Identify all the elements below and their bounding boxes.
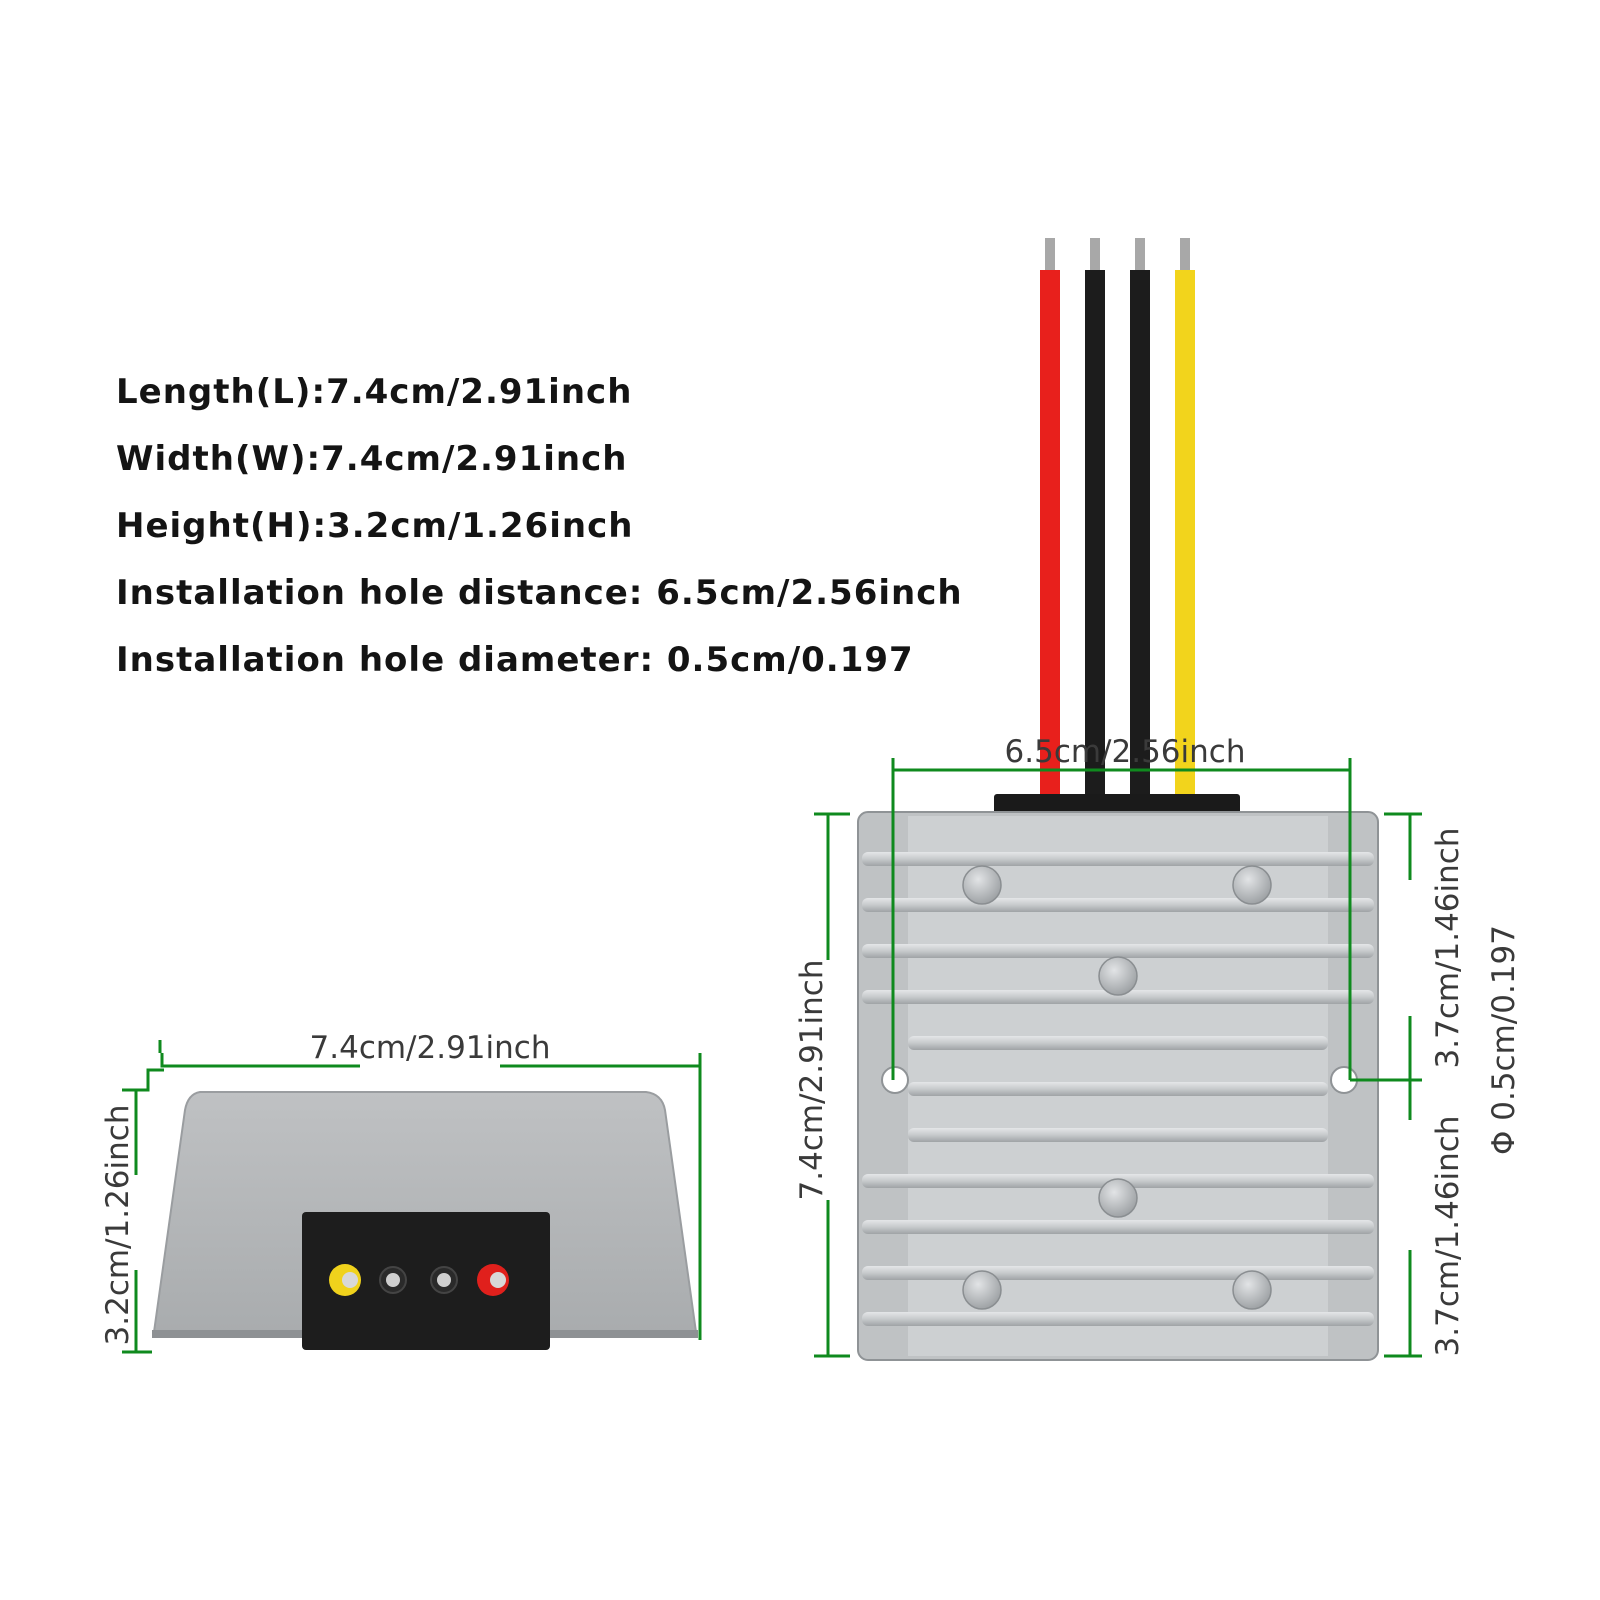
terminal-red bbox=[477, 1264, 509, 1296]
hole-diameter-label: Φ 0.5cm/0.197 bbox=[1486, 925, 1522, 1155]
hole-offset-dimension: 3.7cm/1.46inch 3.7cm/1.46inch bbox=[1350, 812, 1466, 1358]
side-view: 7.4cm/2.91inch 3.2cm/1.26inch bbox=[100, 1030, 702, 1354]
terminal-black-1 bbox=[379, 1266, 407, 1294]
hole-distance-dimension: 6.5cm/2.56inch bbox=[891, 734, 1352, 1080]
top-length-dimension: 7.4cm/2.91inch bbox=[794, 812, 850, 1358]
spec-hole-distance: Installation hole distance: 6.5cm/2.56in… bbox=[116, 573, 963, 613]
hole-distance-label: 6.5cm/2.56inch bbox=[1005, 734, 1246, 770]
spec-list: Length(L):7.4cm/2.91inch Width(W):7.4cm/… bbox=[116, 372, 963, 707]
spec-hole-diameter: Installation hole diameter: 0.5cm/0.197 bbox=[116, 640, 914, 680]
spec-width: Width(W):7.4cm/2.91inch bbox=[116, 439, 628, 479]
cable-gland bbox=[994, 794, 1240, 814]
top-length-label: 7.4cm/2.91inch bbox=[794, 960, 830, 1201]
side-height-dimension: 3.2cm/1.26inch bbox=[100, 1068, 164, 1354]
mounting-hole-left bbox=[881, 1066, 909, 1094]
wires bbox=[1040, 238, 1195, 800]
hole-to-top-label: 3.7cm/1.46inch bbox=[1430, 828, 1466, 1069]
side-height-label: 3.2cm/1.26inch bbox=[100, 1105, 136, 1346]
wire-red bbox=[1040, 238, 1060, 800]
side-width-dimension: 7.4cm/2.91inch bbox=[158, 1030, 702, 1340]
spec-height: Height(H):3.2cm/1.26inch bbox=[116, 506, 634, 546]
wire-yellow bbox=[1175, 238, 1195, 800]
terminal-black-2 bbox=[430, 1266, 458, 1294]
connector-panel bbox=[302, 1212, 550, 1350]
spec-length: Length(L):7.4cm/2.91inch bbox=[116, 372, 633, 412]
bolts bbox=[962, 865, 1272, 1310]
wire-black-2 bbox=[1130, 238, 1150, 800]
top-view: 6.5cm/2.56inch 7.4cm/2.91inch 3.7cm/1.46… bbox=[794, 238, 1522, 1361]
side-width-label: 7.4cm/2.91inch bbox=[310, 1030, 551, 1066]
hole-to-bottom-label: 3.7cm/1.46inch bbox=[1430, 1116, 1466, 1357]
terminal-yellow bbox=[329, 1264, 361, 1296]
heatsink-fins bbox=[862, 852, 1374, 1326]
wire-black-1 bbox=[1085, 238, 1105, 800]
